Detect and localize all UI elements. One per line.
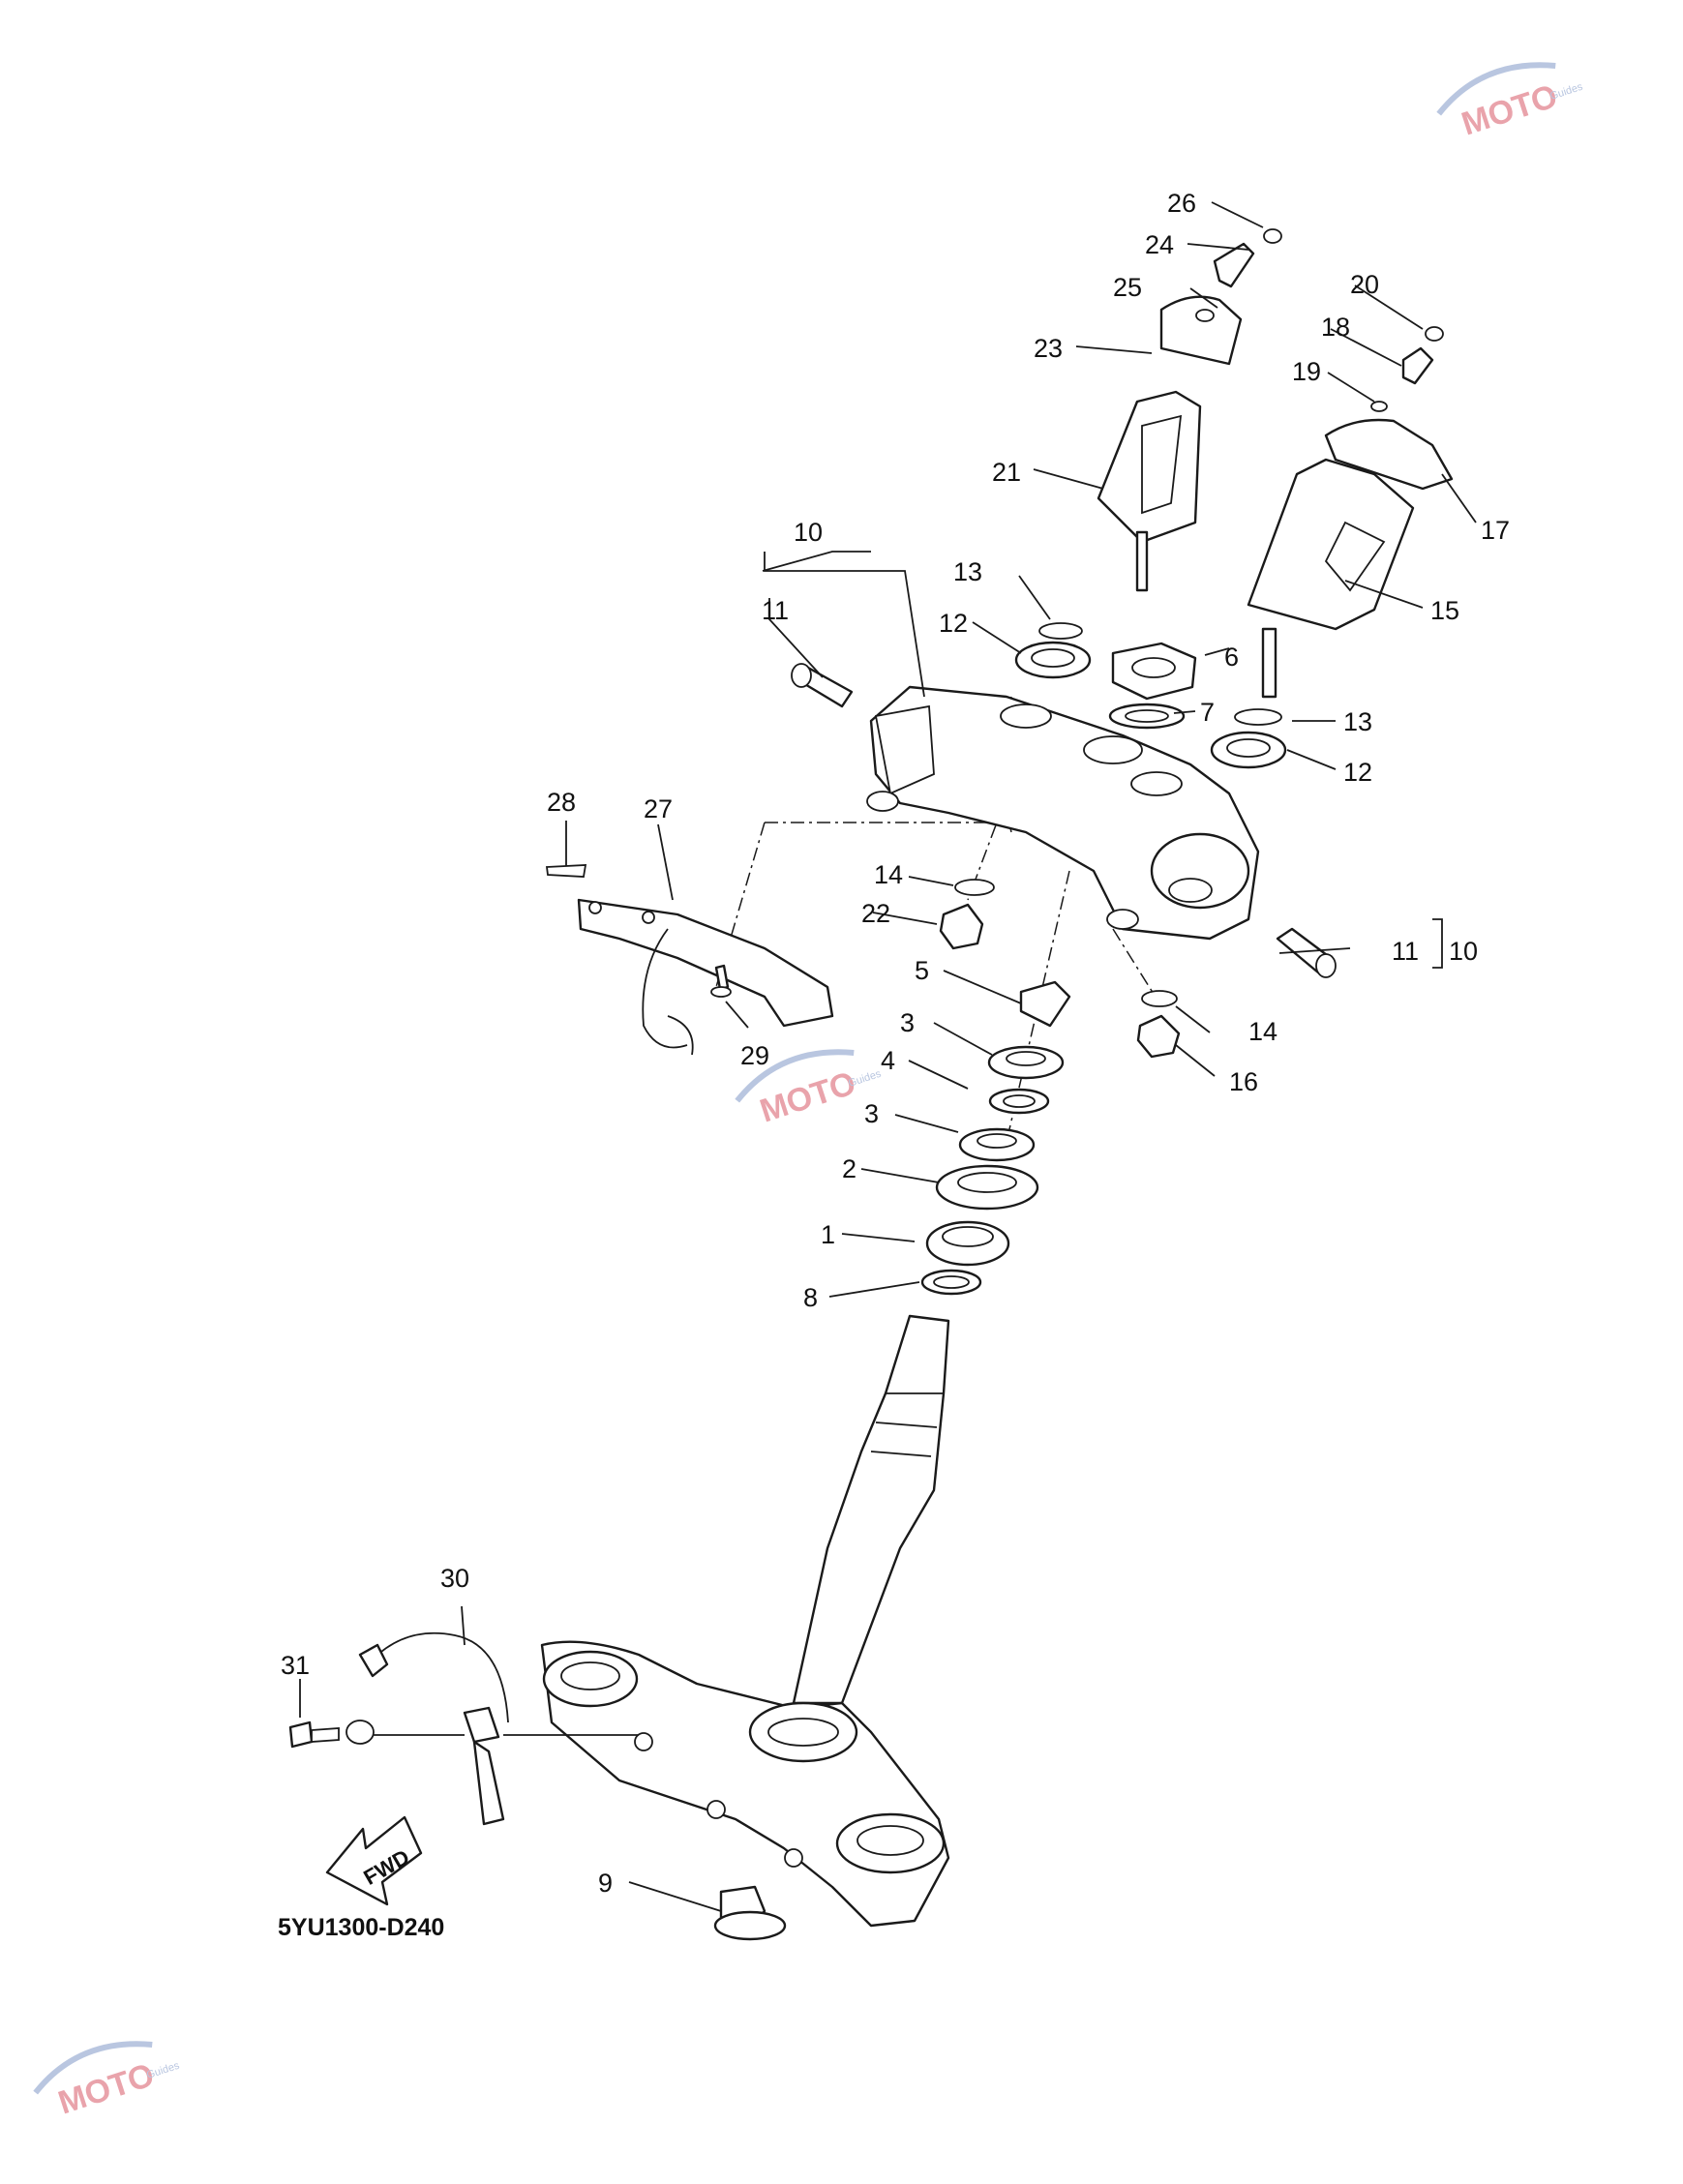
callout-31: 31: [281, 1651, 310, 1680]
svg-text:MOTO: MOTO: [54, 2056, 159, 2121]
callout-10a: 10: [794, 518, 823, 547]
callout-14a: 14: [874, 860, 903, 889]
callout-20: 20: [1350, 270, 1379, 299]
handlebar-holder-lower-right: [1210, 326, 1454, 769]
callout-5: 5: [915, 956, 929, 985]
svg-text:MOTO: MOTO: [756, 1064, 860, 1129]
callout-7: 7: [1200, 698, 1215, 727]
callout-24: 24: [1145, 230, 1174, 259]
callout-12b: 12: [1343, 758, 1372, 787]
callout-12a: 12: [939, 609, 968, 638]
callout-10b: 10: [1449, 937, 1478, 966]
callout-13b: 13: [1343, 707, 1372, 736]
handlebar-holder-upper-left: [1014, 228, 1282, 679]
svg-text:MOTO: MOTO: [1458, 77, 1562, 142]
callout-9: 9: [598, 1869, 613, 1898]
callout-3b: 3: [864, 1099, 879, 1128]
callout-15: 15: [1430, 596, 1459, 625]
callout-25: 25: [1113, 273, 1142, 302]
callout-13a: 13: [953, 557, 982, 586]
callout-17: 17: [1481, 516, 1510, 545]
callout-23: 23: [1034, 334, 1063, 363]
stem-bearing-stack: [920, 980, 1071, 1296]
callout-14b: 14: [1248, 1017, 1277, 1046]
upper-bracket: [791, 663, 1337, 978]
callout-28: 28: [547, 788, 576, 817]
callout-27: 27: [644, 794, 673, 823]
callout-1: 1: [821, 1220, 835, 1249]
callout-11b: 11: [1392, 937, 1419, 966]
callout-6: 6: [1224, 643, 1239, 672]
cable-holder-and-bolt: [288, 1631, 639, 1826]
svg-text:Guides: Guides: [145, 2060, 181, 2081]
callout-2: 2: [842, 1154, 857, 1183]
watermark-logo-top: MOTO Guides: [1436, 62, 1584, 143]
svg-text:Guides: Guides: [1548, 81, 1584, 103]
callout-8: 8: [803, 1283, 818, 1312]
callout-29: 29: [740, 1041, 769, 1070]
svg-text:Guides: Guides: [847, 1068, 883, 1090]
callout-16: 16: [1229, 1067, 1258, 1096]
callout-26: 26: [1167, 189, 1196, 218]
cable-guide-and-clip: [545, 864, 834, 1056]
steering-stem-nut-and-washer: [1108, 642, 1197, 730]
callout-labels: 26 24 25 23 21 20 18 19 17 15 13 12 6 7 …: [278, 189, 1510, 1941]
callout-21: 21: [992, 458, 1021, 487]
callout-4: 4: [881, 1046, 895, 1075]
under-bracket-and-stem: [540, 1314, 950, 1941]
bracket-nuts-and-washers: [939, 879, 1181, 1059]
callout-leader-lines: [299, 201, 1477, 1912]
callout-19: 19: [1292, 357, 1321, 386]
callout-18: 18: [1321, 313, 1350, 342]
forward-direction-arrow: FWD: [325, 1815, 423, 1906]
watermark-logo-bottom: MOTO Guides: [33, 2041, 181, 2122]
callout-22: 22: [861, 899, 890, 928]
callout-30: 30: [440, 1564, 469, 1593]
drawing-code: 5YU1300-D240: [278, 1914, 444, 1941]
callout-11a: 11: [762, 596, 789, 625]
callout-3a: 3: [900, 1008, 915, 1037]
